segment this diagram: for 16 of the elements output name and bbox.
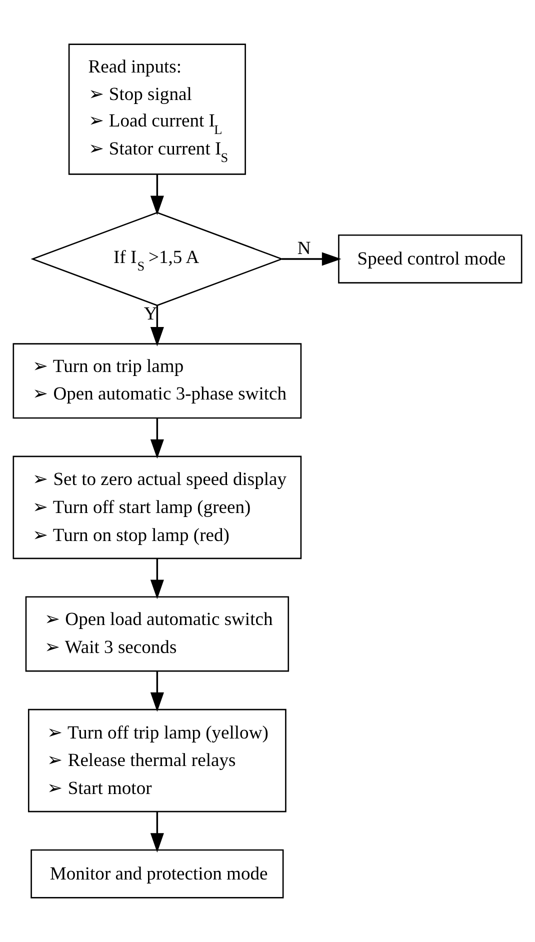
arrow: [150, 671, 164, 712]
node-box: Monitor and protection mode: [30, 849, 284, 898]
node-box: ➢ Set to zero actual speed display ➢ Turn off start lamp (green) ➢ Turn on stop lamp (red): [12, 456, 302, 560]
arrow: [150, 305, 164, 346]
node-box: ➢ Turn on trip lamp ➢ Open automatic 3-phase switch: [12, 343, 302, 419]
node-box: ➢ Open load automatic switch ➢ Wait 3 seconds: [25, 596, 290, 672]
arrow: [150, 558, 164, 600]
node-box: Speed control mode: [338, 234, 522, 284]
arrow: [150, 174, 164, 216]
arrow: [150, 812, 164, 853]
arrow: [282, 252, 342, 266]
node-box: ➢ Turn off trip lamp (yellow) ➢ Release thermal relays ➢ Start motor: [28, 708, 286, 812]
arrow: [150, 418, 164, 459]
node-box: Read inputs: ➢ Stop signal ➢ Load current I$_{L}$ ➢ Stator current I$_{S}$: [68, 44, 246, 175]
node-diamond: If I$_{S}$ >1,5 A: [30, 212, 284, 306]
edge-label: N: [297, 238, 311, 259]
